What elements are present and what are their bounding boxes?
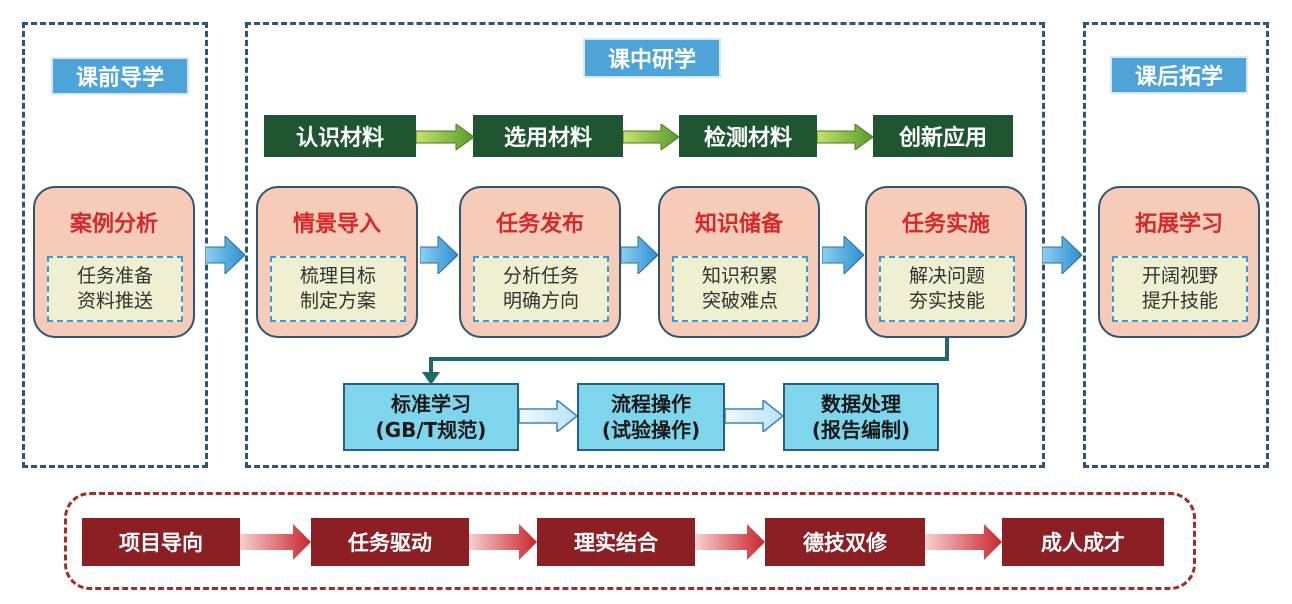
card-line: 解决问题 [908,265,985,288]
card-extended-learning: 拓展学习 开阔视野 提升技能 [1098,186,1260,338]
sub-step-note: (试验操作) [601,418,701,442]
card-title: 案例分析 [69,212,158,237]
card-line: 分析任务 [502,265,579,288]
sub-step-data-processing: 数据处理 (报告编制) [783,383,939,451]
card-detail: 解决问题 夯实技能 [879,256,1015,322]
connector-arrow [422,338,949,385]
card-detail: 任务准备 资料推送 [47,256,183,322]
card-detail: 知识积累 突破难点 [672,256,808,322]
card-line: 开阔视野 [1141,265,1218,288]
flow-arrow-5 [1042,236,1082,274]
card-task-implementation: 任务实施 解决问题 夯实技能 [865,186,1027,338]
sub-step-title: 数据处理 [821,392,901,416]
principles-frame [64,492,1196,590]
sub-arrow-1 [519,400,577,432]
flow-arrow-3 [621,236,658,274]
card-task-release: 任务发布 分析任务 明确方向 [459,186,621,338]
sub-step-note: (GB/T规范) [375,418,487,442]
pre-class-section [22,22,208,468]
sub-arrow-2 [725,400,783,432]
principle-project-oriented: 项目导向 [82,518,240,566]
post-class-section [1083,22,1269,468]
sub-step-process-operation: 流程操作 (试验操作) [577,383,725,451]
step-arrow-3 [817,124,873,150]
principle-virtue-skill: 德技双修 [765,518,925,566]
card-knowledge-reserve: 知识储备 知识积累 突破难点 [658,186,820,338]
step-recognize-materials: 认识材料 [264,115,416,157]
step-arrow-2 [623,124,679,150]
card-detail: 梳理目标 制定方案 [270,256,406,322]
flow-arrow-1 [205,236,245,274]
principle-arrow-2 [469,524,537,560]
in-class-section [245,22,1045,468]
sub-step-title: 标准学习 [391,392,471,416]
card-case-analysis: 案例分析 任务准备 资料推送 [33,186,195,338]
card-line: 提升技能 [1141,290,1218,312]
principle-task-driven: 任务驱动 [311,518,469,566]
step-arrow-1 [416,124,474,150]
card-line: 制定方案 [299,290,376,312]
flow-arrow-4 [822,236,864,274]
card-title: 任务实施 [901,212,990,237]
card-line: 知识积累 [701,265,778,288]
card-detail: 分析任务 明确方向 [473,256,609,322]
step-test-materials: 检测材料 [679,115,817,157]
principle-theory-practice: 理实结合 [537,518,695,566]
card-line: 资料推送 [76,290,153,312]
card-title: 知识储备 [694,212,783,237]
step-innovative-application: 创新应用 [873,115,1013,157]
section-title-mid: 课中研学 [583,38,721,78]
principle-arrow-4 [925,524,1002,560]
principle-arrow-1 [240,524,311,560]
card-line: 梳理目标 [299,265,376,288]
card-line: 任务准备 [76,265,153,288]
sub-step-standard-learning: 标准学习 (GB/T规范) [343,383,519,451]
sub-step-note: (报告编制) [811,418,911,442]
flow-arrow-2 [420,236,458,274]
card-title: 拓展学习 [1134,212,1223,237]
principle-arrow-3 [695,524,765,560]
card-title: 情景导入 [292,212,381,237]
card-detail: 开阔视野 提升技能 [1112,256,1248,322]
section-title-post: 课后拓学 [1110,56,1248,94]
sub-step-title: 流程操作 [611,392,691,416]
step-select-materials: 选用材料 [473,115,623,157]
principle-become-talent: 成人成才 [1002,518,1164,566]
card-title: 任务发布 [495,212,584,237]
card-line: 夯实技能 [908,290,985,312]
section-title-pre: 课前导学 [51,57,189,95]
card-scenario-intro: 情景导入 梳理目标 制定方案 [256,186,418,338]
card-line: 明确方向 [502,290,579,312]
card-line: 突破难点 [701,290,778,312]
